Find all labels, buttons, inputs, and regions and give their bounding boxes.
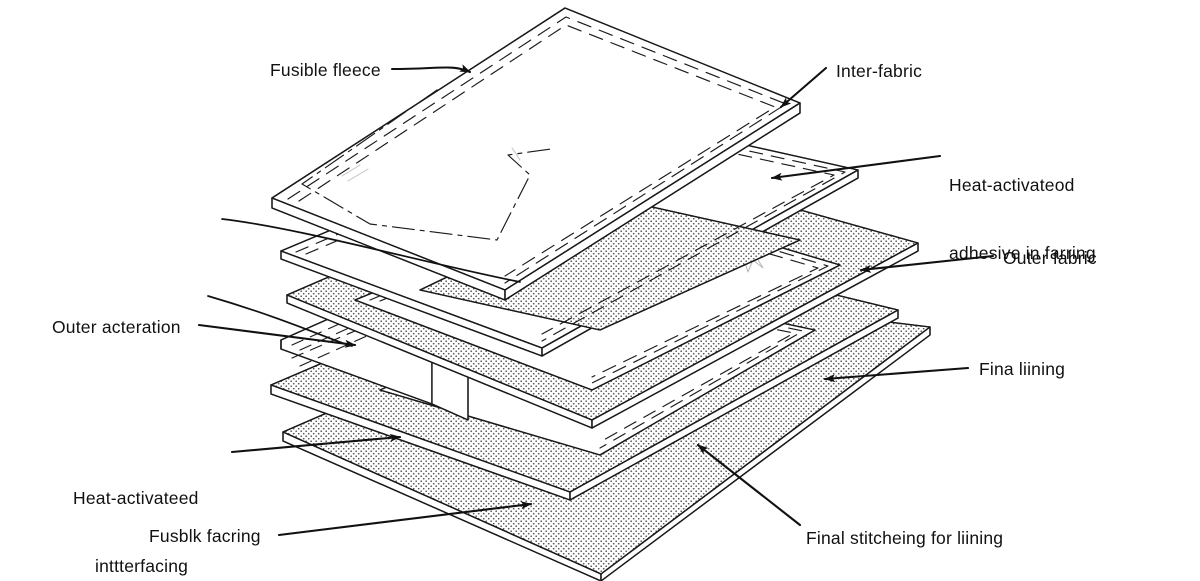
label-outer-acteration: Outer acteration [52,317,181,337]
leader-fina-lining [823,366,970,383]
leader-inter-fabric [779,66,828,109]
label-fusible-facing: Fusblk facring [149,526,261,546]
label-heat-activated-adhesive: Heat-activateod adhesive in farring [949,128,1096,310]
leader-outer-fabric [859,254,995,273]
leader-guide-upper-left [221,218,521,283]
label-outer-fabric: Outer fabric [1003,248,1097,268]
leader-guide-mid-left [207,295,353,347]
label-heat-activated-interfacing-line2: inttterfacing [95,555,189,576]
leader-heat-activated-interfacing [230,433,402,454]
label-heat-activated-adhesive-line1: Heat-activateod [949,174,1075,195]
label-fina-lining: Fina liining [979,359,1066,379]
leader-heat-activated-adhesive [770,154,942,181]
label-heat-activated-interfacing: Heat-activateed inttterfacing [73,441,199,581]
label-inter-fabric: Inter-fabric [836,61,923,81]
label-final-stitching-for-lining: Final stitcheing for liining [806,528,1004,548]
label-heat-activated-interfacing-line1: Heat-activateed [73,487,199,508]
leader-fusible-fleece [390,64,472,74]
label-heat-activated-adhesive-line2: adhesive in farring [949,242,1096,263]
label-fusible-fleece: Fusible fleece [270,60,381,80]
leader-final-stitching [696,443,802,527]
leader-outer-acteration [197,323,357,348]
leader-fusible-facing [277,501,533,537]
layer-fusible-fleece [271,7,801,301]
